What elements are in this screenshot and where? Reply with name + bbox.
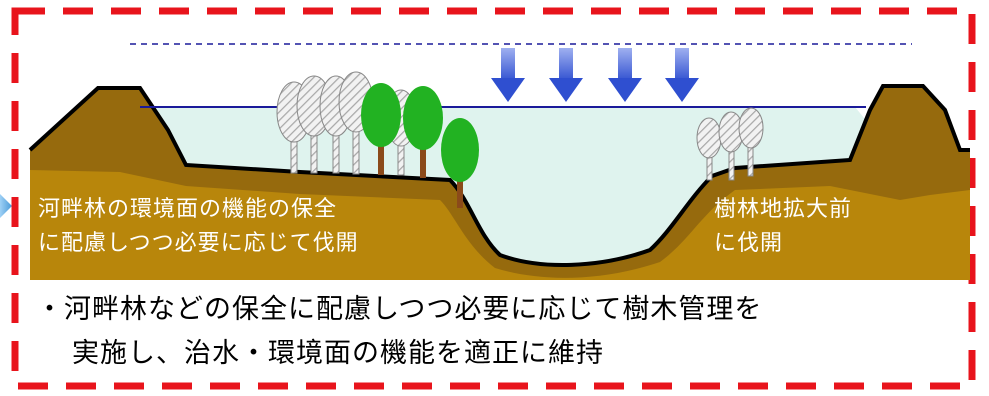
gray-tree-icon [738,107,764,177]
river-bed-ground [30,86,970,280]
summary-bullet: ・河畔林などの保全に配慮しつつ必要に応じて樹木管理を 実施し、治水・環境面の機能… [36,288,762,376]
left-label-line2: に配慮しつつ必要に応じて伐開 [38,231,359,256]
summary-line2: 実施し、治水・環境面の機能を適正に維持 [72,338,604,369]
side-arrow-icon [0,194,12,218]
green-tree-icon [441,118,479,208]
lowering-arrows [491,48,699,102]
dashed-frame [11,7,976,390]
right-label-line2: に伐開 [714,231,784,256]
removed-trees-right [696,107,764,181]
gray-tree-icon [718,111,744,181]
green-tree-icon [361,83,401,175]
down-arrow-icon [491,48,525,102]
ground-surface-shade [30,86,970,278]
green-tree-icon [403,86,443,178]
left-bank-label: 河畔林の環境面の機能の保全 に配慮しつつ必要に応じて伐開 [38,193,359,261]
right-label-line1: 樹林地拡大前 [714,197,853,222]
retained-trees [361,83,479,208]
right-bank-label: 樹林地拡大前 に伐開 [714,193,852,261]
removed-trees-left [276,71,417,176]
down-arrow-icon [608,48,642,102]
left-label-line1: 河畔林の環境面の機能の保全 [38,197,338,222]
down-arrow-icon [665,48,699,102]
summary-line1: ・河畔林などの保全に配慮しつつ必要に応じて樹木管理を [36,294,763,325]
down-arrow-icon [549,48,583,102]
